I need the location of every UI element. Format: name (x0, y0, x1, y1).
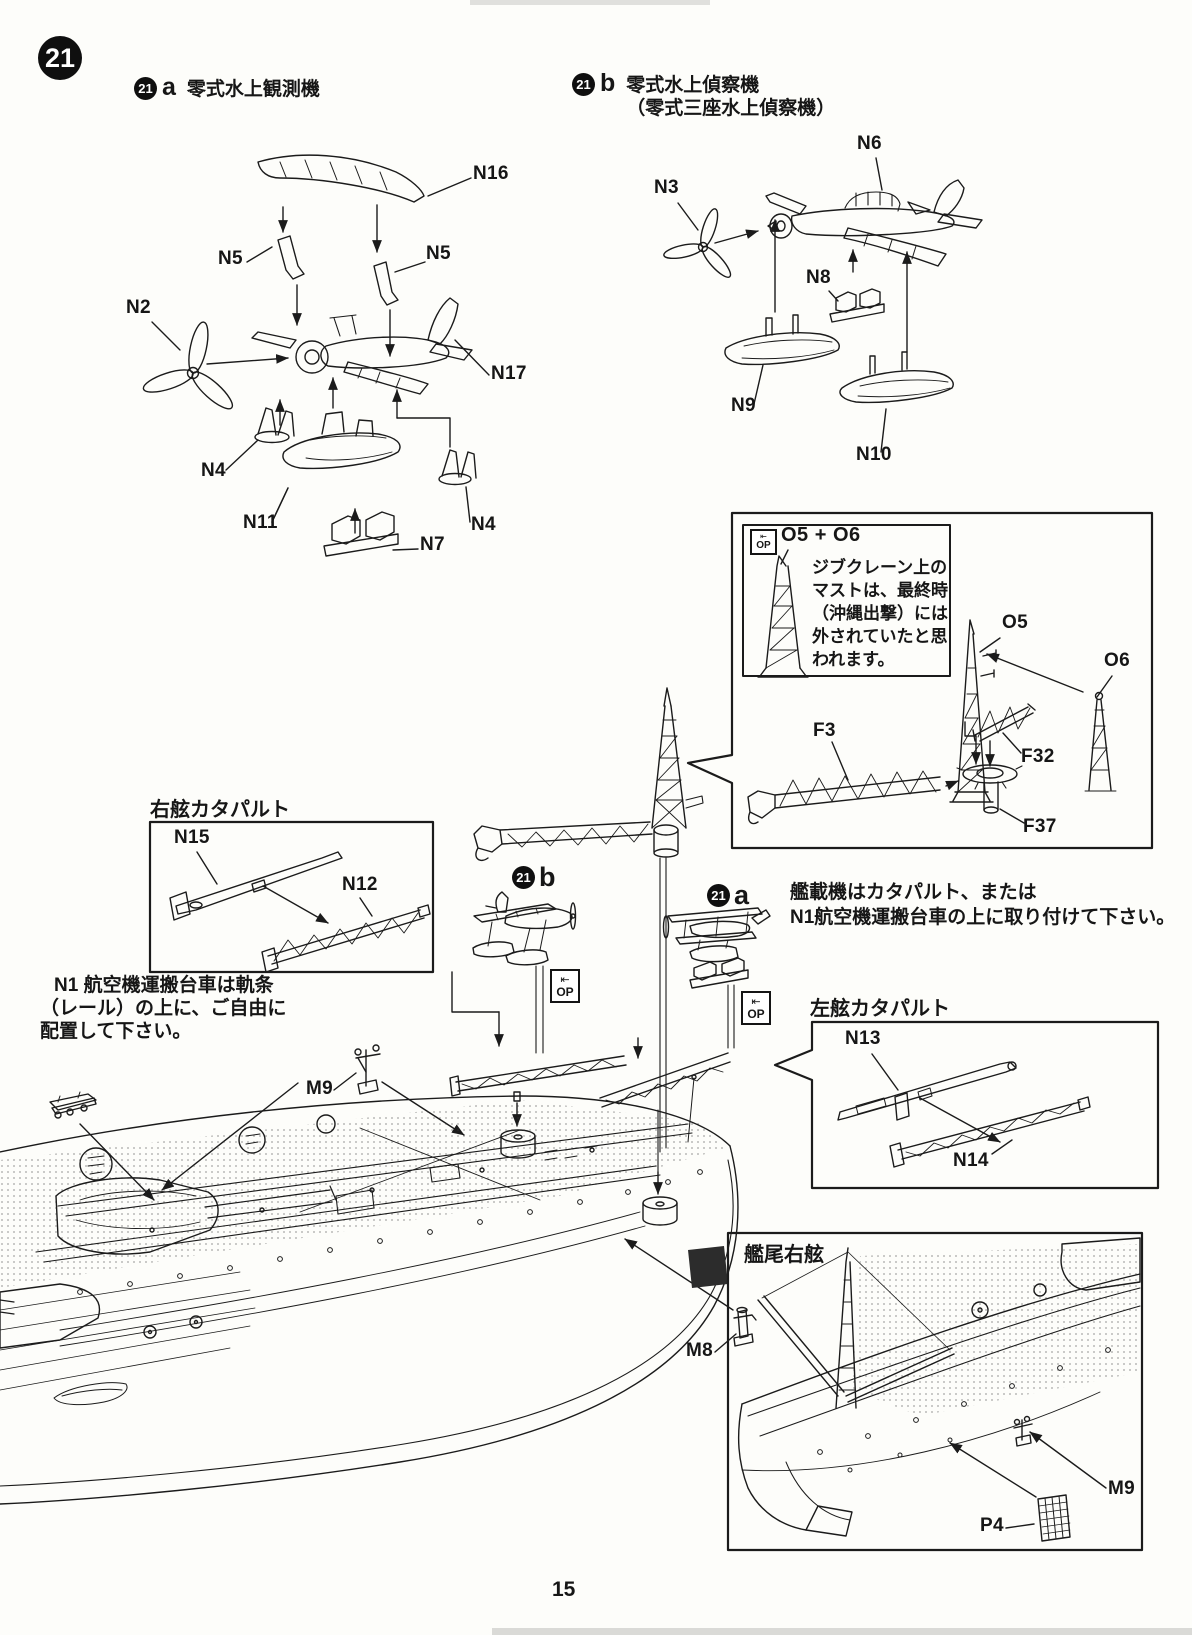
cart-note-line: 配置して下さい。 (40, 1021, 192, 1042)
m8-part-art (624, 1238, 757, 1353)
port-catapult-title: 左舷カタパルト (810, 998, 950, 1020)
part-label-n4-right: N4 (471, 514, 496, 535)
aircraft-a-exploded-art (142, 154, 490, 557)
scan-artifact-bottom (492, 1628, 1192, 1635)
part-label-n6: N6 (857, 133, 882, 154)
thumb-b-tag: 21 b (512, 862, 556, 893)
part-label-n5-left: N5 (218, 248, 243, 269)
ship-art (0, 1074, 739, 1505)
mount-note-line: N1航空機運搬台車の上に取り付けて下さい。 (790, 907, 1176, 928)
port-catapult-box-art (773, 1020, 1160, 1190)
stbd-catapult-title: 右舷カタパルト (150, 799, 290, 821)
part-label-f32: F32 (1021, 746, 1055, 767)
crane-box-heading: O5 + O6 (781, 524, 861, 546)
section-b-header: 21 b 零式水上偵察機 （零式三座水上偵察機） (572, 69, 835, 120)
cart-note-line: （レール）の上に、ご自由に (40, 998, 287, 1019)
crane-note-line: ジブクレーン上の (812, 558, 948, 577)
part-label-n5-right: N5 (426, 243, 451, 264)
op-arrow-glyph: ⇤ (760, 532, 767, 541)
op-text: OP (747, 1006, 765, 1021)
crane-box-note: ジブクレーン上の マストは、最終時 （沖縄出撃）には 外されていたと思 われます… (812, 556, 948, 671)
part-label-o6: O6 (1104, 650, 1130, 671)
part-label-n16: N16 (473, 163, 509, 184)
part-label-o5: O5 (1002, 612, 1028, 633)
thumb-a-tag: 21 a (707, 880, 749, 911)
op-text: OP (556, 984, 574, 999)
part-label-n11: N11 (243, 512, 278, 533)
thumb-a-art (662, 907, 771, 989)
part-label-n10: N10 (856, 444, 892, 465)
aircraft-b-exploded-art (663, 157, 983, 453)
section-b-letter: b (600, 69, 616, 97)
cart-note: N1 航空機運搬台車は軌条 （レール）の上に、ご自由に 配置して下さい。 (40, 974, 286, 1043)
section-b-subtitle: （零式三座水上偵察機） (626, 98, 836, 119)
label-leader-lines (271, 487, 289, 523)
part-label-n14: N14 (953, 1150, 989, 1171)
crane-note-line: マストは、最終時 (812, 581, 948, 600)
section-a-header: 21 a 零式水上観測機 (134, 73, 320, 101)
op-icon-thumb-a: ⇤ OP (741, 991, 771, 1025)
mount-note-line: 艦載機はカタパルト、または (790, 882, 1037, 903)
cart-note-line: N1 航空機運搬台車は軌条 (54, 975, 274, 996)
crane-parts-callout-art (686, 511, 1154, 850)
part-label-f3: F3 (813, 720, 836, 741)
page-number: 15 (552, 1578, 576, 1601)
op-icon-thumb-b: ⇤ OP (550, 969, 580, 1003)
part-label-n4-left: N4 (201, 460, 226, 481)
crane-note-line: われます。 (812, 650, 895, 669)
section-b-title: 零式水上偵察機 （零式三座水上偵察機） (626, 72, 835, 120)
op-arrow-glyph: ⇤ (751, 995, 761, 1008)
thumb-b-badge-icon: 21 (512, 866, 535, 889)
part-label-n2: N2 (126, 297, 151, 318)
section-b-badge-icon: 21 (572, 73, 595, 96)
stern-box-art (726, 1231, 1144, 1552)
part-label-n3: N3 (654, 177, 679, 198)
mount-note: 艦載機はカタパルト、または N1航空機運搬台車の上に取り付けて下さい。 (790, 880, 1175, 930)
part-label-m8: M8 (686, 1340, 713, 1361)
op-icon-crane-box: ⇤ OP (750, 529, 777, 555)
thumb-a-badge-icon: 21 (707, 884, 730, 907)
crane-note-line: 外されていたと思 (812, 627, 948, 646)
section-b-title-line: 零式水上偵察機 (626, 75, 760, 96)
part-label-n9: N9 (731, 395, 756, 416)
part-label-n17: N17 (491, 363, 527, 384)
op-text: OP (756, 540, 771, 551)
part-label-n15: N15 (174, 827, 210, 848)
step-number-badge: 21 (38, 36, 82, 80)
stern-box-title: 艦尾右舷 (744, 1244, 824, 1266)
section-a-badge-icon: 21 (134, 77, 157, 100)
part-label-n13: N13 (845, 1028, 881, 1049)
part-label-n12: N12 (342, 874, 378, 895)
part-label-m9-stern: M9 (1108, 1478, 1135, 1499)
scan-artifact-top (470, 0, 710, 5)
op-arrow-glyph: ⇤ (560, 973, 570, 986)
crane-note-line: （沖縄出撃）には (812, 604, 948, 623)
thumb-a-letter: a (734, 880, 750, 910)
thumb-b-letter: b (539, 862, 556, 892)
part-label-f37: F37 (1023, 816, 1057, 837)
section-a-letter: a (162, 73, 176, 101)
section-a-title: 零式水上観測機 (186, 79, 320, 100)
mid-catapults-art (449, 965, 735, 1226)
part-label-m9-deck: M9 (306, 1078, 333, 1099)
part-label-n7: N7 (420, 534, 445, 555)
part-label-p4: P4 (980, 1515, 1004, 1536)
stbd-catapult-box-art (148, 820, 435, 974)
thumb-b-art (472, 891, 577, 966)
assembled-crane-art (473, 687, 704, 1153)
part-label-n8: N8 (806, 267, 831, 288)
